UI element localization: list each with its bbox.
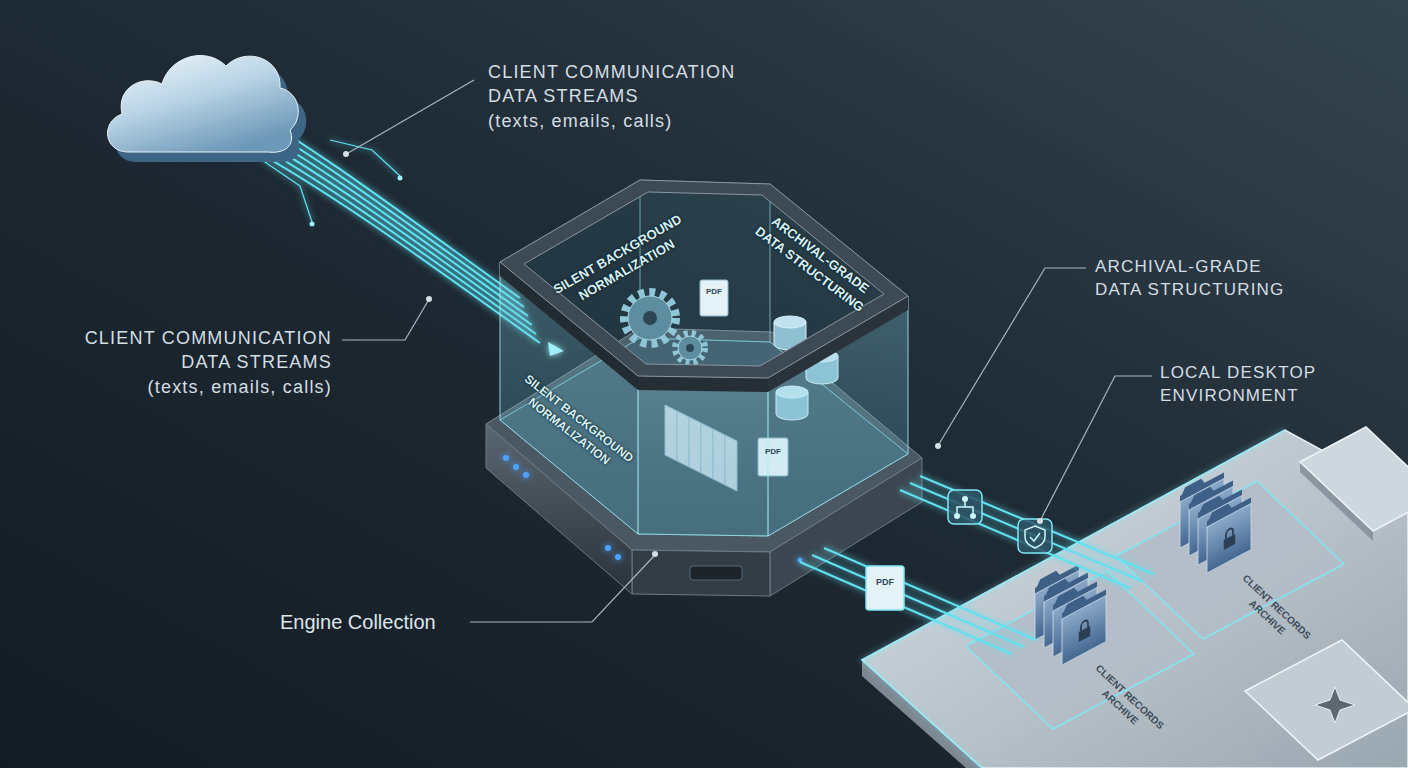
gear-icon [624, 292, 705, 363]
archive-label: CLIENT RECORDS ARCHIVE [1083, 662, 1166, 742]
vault-icon [1018, 519, 1052, 553]
pdf-document [866, 566, 904, 610]
callout-label: LOCAL DESKTOP ENVIRONMENT [1160, 362, 1316, 408]
callout-label: CLIENT COMMUNICATION DATA STREAMS (texts… [85, 326, 332, 399]
callout-label: CLIENT COMMUNICATION DATA STREAMS (texts… [488, 60, 735, 133]
data-stream [800, 476, 1154, 654]
trace-dot [310, 222, 315, 227]
status-light [523, 472, 529, 478]
folder-group [1035, 559, 1106, 666]
glass-chamber [638, 376, 768, 536]
data-stream [910, 483, 1142, 581]
folder-group [1207, 492, 1251, 574]
folder-group [1207, 504, 1251, 574]
hierarchy-icon [957, 500, 973, 514]
leader-line [1041, 376, 1152, 519]
database-icon [774, 316, 806, 328]
file-type-label: PDF [706, 287, 722, 298]
data-stream [824, 548, 1036, 640]
data-stream [920, 476, 1154, 574]
leader-dot [935, 443, 941, 449]
hierarchy-icon [948, 490, 982, 524]
status-light [615, 554, 621, 560]
folder-group [1062, 584, 1106, 666]
status-light [605, 545, 611, 551]
star-icon [1315, 687, 1355, 723]
engine-base [690, 566, 742, 580]
hierarchy-icon [948, 490, 982, 524]
engine-rim [768, 296, 908, 392]
gear-icon [643, 311, 657, 325]
gear-icon [678, 336, 702, 360]
desktop-platform [1116, 481, 1344, 639]
vault-icon [1018, 519, 1052, 553]
leader-line [939, 268, 1086, 444]
hierarchy-icon [970, 513, 976, 519]
leader-line [348, 80, 474, 153]
leader-dot [343, 151, 349, 157]
leader-dot [426, 296, 432, 302]
gear-icon [624, 292, 676, 344]
data-stream [330, 140, 400, 176]
glass-chamber [500, 180, 908, 536]
hierarchy-icon [962, 496, 968, 502]
leader-line [342, 301, 428, 340]
leader-dot [1037, 518, 1043, 524]
folder-group [1081, 619, 1088, 631]
desktop-platform [1300, 427, 1408, 531]
hierarchy-icon [954, 513, 960, 519]
gear-icon [628, 296, 672, 340]
folder-group [1062, 584, 1106, 666]
folder-group [1226, 527, 1233, 539]
data-stream [243, 144, 540, 343]
vault-icon [1030, 533, 1040, 541]
desktop-platform [862, 427, 1408, 768]
data-stream [812, 555, 1024, 647]
data-stream [800, 562, 1012, 654]
vault-icon [1025, 526, 1045, 548]
file-type-label: PDF [876, 576, 894, 588]
pdf-document [700, 280, 728, 316]
gear-icon [675, 333, 705, 363]
stream-arrow [548, 342, 564, 356]
gear-icon [686, 344, 694, 352]
trace-dot [398, 176, 403, 181]
leader-dot [343, 151, 1043, 557]
cloud-icon [108, 56, 299, 153]
file-type-label: PDF [765, 447, 781, 458]
status-light [513, 464, 519, 470]
data-stream [900, 490, 1130, 588]
leader-line [470, 556, 654, 622]
leader-line [342, 80, 1152, 622]
engine-rim [638, 376, 768, 392]
callout-label: ARCHIVAL-GRADE DATA STRUCTURING [1095, 256, 1285, 302]
pdf-document [866, 566, 904, 610]
data-stream [262, 160, 312, 222]
desktop-platform [1245, 640, 1408, 760]
glass-label: ARCHIVAL-GRADE DATA STRUCTURING [752, 208, 878, 315]
engine-rim [500, 180, 908, 378]
folder-group [1062, 596, 1106, 666]
archive-label: CLIENT RECORDS ARCHIVE [1230, 572, 1313, 652]
glass-label: SILENT BACKGROUND NORMALIZATION [511, 371, 637, 479]
folder-group [1180, 467, 1251, 574]
leader-dot [652, 551, 658, 557]
engine-rim [500, 180, 908, 392]
callout-label: Engine Collection [280, 609, 436, 636]
glass-label: SILENT BACKGROUND NORMALIZATION [550, 211, 693, 314]
status-light [503, 455, 509, 461]
folder-group [1207, 492, 1251, 574]
cloud-icon [108, 56, 307, 163]
